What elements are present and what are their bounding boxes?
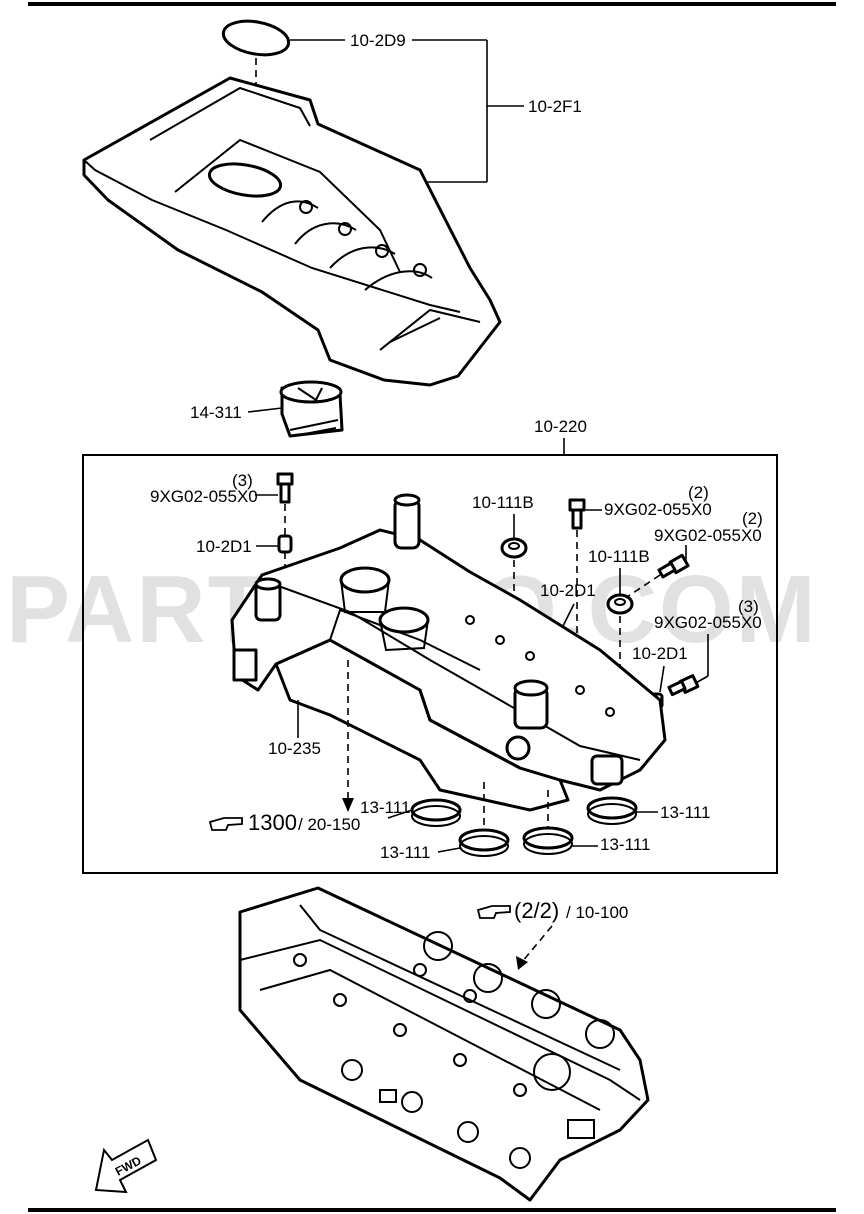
seal-1[interactable]	[410, 798, 462, 827]
label-cap: 10-2D9	[350, 31, 406, 50]
bolt-top[interactable]	[568, 498, 586, 530]
bolt-right[interactable]	[657, 553, 690, 579]
label-bush-lower: 10-2D1	[632, 644, 688, 663]
cap-part[interactable]	[221, 17, 292, 60]
label-bolt-qty-top: (2)	[688, 483, 709, 502]
ref-1-page[interactable]: / 20-150	[298, 815, 360, 834]
label-bolt-lower: 9XG02-055X0	[654, 613, 762, 632]
label-grommet-top: 10-111B	[472, 493, 534, 512]
ref-1-number[interactable]: 1300	[248, 810, 297, 835]
ref-2-number[interactable]: (2/2)	[514, 898, 559, 923]
ref-2-page[interactable]: / 10-100	[566, 903, 628, 922]
label-engine-cover: 10-2F1	[528, 97, 582, 116]
label-bolt-top: 9XG02-055X0	[604, 500, 712, 519]
bolt-left[interactable]	[276, 472, 294, 504]
label-bush-mid: 10-2D1	[540, 581, 596, 600]
assembly-box	[82, 454, 778, 874]
fwd-arrow-icon: FWD	[94, 1138, 158, 1194]
label-bolt-qty-left: (3)	[232, 471, 253, 490]
label-bush-left: 10-2D1	[196, 537, 252, 556]
oil-filler-cap-part[interactable]	[279, 380, 344, 438]
label-seal-1: 13-111	[360, 798, 410, 817]
label-oil-filler-cap: 14-311	[190, 403, 242, 422]
bush-left[interactable]	[277, 534, 293, 554]
label-seal-3: 13-111	[380, 843, 430, 862]
label-grommet-right: 10-111B	[588, 547, 650, 566]
label-cylinder-head-cover: 10-220	[534, 417, 587, 436]
label-seal-2: 13-111	[660, 803, 710, 822]
pointing-hand-icon	[476, 905, 511, 919]
pointing-hand-icon	[208, 817, 243, 831]
label-seal-4: 13-111	[600, 835, 650, 854]
seal-2[interactable]	[586, 796, 638, 825]
grommet-top[interactable]	[500, 537, 528, 559]
label-gasket: 10-235	[268, 739, 321, 758]
bolt-lower[interactable]	[667, 674, 700, 697]
cylinder-head-part[interactable]	[238, 886, 650, 1202]
label-bolt-qty-right: (2)	[742, 509, 763, 528]
label-bolt-right: 9XG02-055X0	[654, 526, 762, 545]
engine-cover-part[interactable]	[82, 76, 502, 387]
grommet-right[interactable]	[606, 593, 634, 615]
label-bolt-qty-lower: (3)	[738, 597, 759, 616]
seal-3[interactable]	[458, 828, 510, 857]
cylinder-head-cover-part[interactable]	[230, 493, 667, 812]
seal-4[interactable]	[522, 826, 574, 855]
label-bolt-left: 9XG02-055X0	[150, 487, 258, 506]
